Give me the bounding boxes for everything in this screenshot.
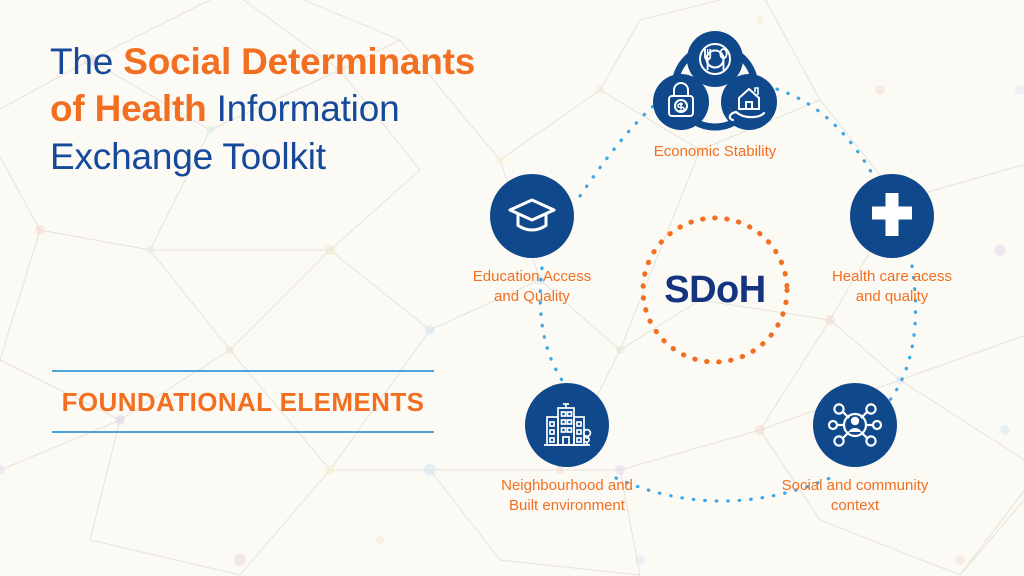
foundational-elements-block: FOUNDATIONAL ELEMENTS [52,370,434,433]
city-buildings-icon-wrap [525,383,609,467]
economic-stability-icon [650,30,780,136]
dotted-orange-ring [640,215,790,365]
social-network-person-icon-wrap [813,383,897,467]
headline-line2-plain: Information [206,88,400,130]
medical-cross-icon [872,193,912,236]
node-label-economic-stability: Economic Stability [653,143,777,160]
node-economic-stability[interactable]: Economic Stability [625,30,805,162]
sdoh-center-hub: SDoH [633,208,797,372]
page-title: The Social Determinants of Health Inform… [50,38,520,180]
graduation-cap-icon [508,198,556,232]
foundational-elements-title: FOUNDATIONAL ELEMENTS [61,387,425,417]
node-health-care-access[interactable]: Health care acess and quality [802,174,982,307]
graduation-cap-icon-wrap [490,174,574,258]
node-social-community-context[interactable]: Social and community context [765,383,945,516]
headline-line1-strong: Social Determinants [123,41,476,82]
medical-cross-icon-wrap [850,174,934,258]
node-label-social-community-context: Social and community context [781,477,929,514]
node-neighbourhood-built-environment[interactable]: Neighbourhood and Built environment [477,383,657,516]
sdoh-diagram: Economic Stability Education Access and … [430,0,1024,576]
node-label-neighbourhood-built-environment: Neighbourhood and Built environment [501,477,633,514]
headline-line1-plain: The [50,41,124,82]
node-education-access[interactable]: Education Access and Quality [442,174,622,307]
headline-line2-strong: of Health [50,88,207,130]
city-buildings-icon [544,403,592,446]
headline-line3-plain: Exchange Toolkit [50,135,326,177]
social-network-person-icon [828,403,882,447]
foundational-rule-bottom [52,431,434,433]
foundational-rule-top [52,370,434,372]
sdoh-center-label: SDoH [664,268,766,311]
node-label-education-access: Education Access and Quality [472,268,592,305]
node-label-health-care-access: Health care acess and quality [831,268,953,305]
